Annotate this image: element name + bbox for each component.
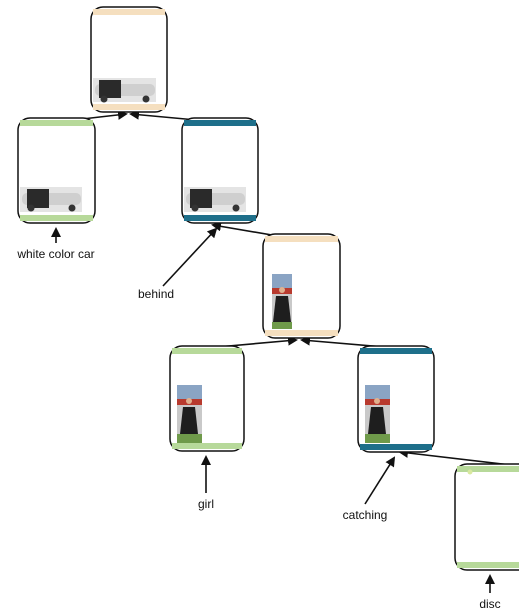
car-crop-thumbnail [93, 78, 156, 103]
disc-node [454, 463, 519, 571]
girl-crop-thumbnail [272, 274, 292, 329]
white-color-car-node [17, 117, 96, 224]
middle-node [262, 233, 341, 339]
catching-relation-node [357, 345, 435, 453]
node-bottom-band [172, 443, 242, 449]
node-bottom-band [93, 104, 165, 110]
node-bottom-band [184, 215, 256, 221]
node-top-band [172, 348, 242, 354]
car-crop-thumbnail [184, 187, 246, 212]
girl-crop-thumbnail [365, 385, 390, 443]
label-girl: girl [198, 497, 214, 511]
node-top-band [184, 120, 256, 126]
label-white-color-car: white color car [16, 247, 94, 261]
disc-crop-thumbnail [467, 469, 473, 475]
edges [51, 109, 519, 593]
girl-crop-thumbnail [177, 385, 202, 443]
node-bottom-band [360, 444, 432, 450]
girl-node [169, 345, 245, 452]
car-crop-thumbnail [20, 187, 82, 212]
node-bottom-band [20, 215, 93, 221]
behind-relation-node [181, 117, 259, 224]
node-top-band [20, 120, 93, 126]
node-bottom-band [265, 330, 338, 336]
label-disc: disc [479, 597, 500, 611]
label-arrow-catching [364, 456, 396, 505]
node-bottom-band [457, 562, 519, 568]
root-node [90, 6, 168, 113]
label-behind: behind [138, 287, 174, 301]
label-catching: catching [343, 508, 388, 522]
node-top-band [360, 348, 432, 354]
label-arrow-behind [162, 227, 218, 287]
node-top-band [457, 466, 519, 472]
node-top-band [93, 9, 165, 15]
node-top-band [265, 236, 338, 242]
